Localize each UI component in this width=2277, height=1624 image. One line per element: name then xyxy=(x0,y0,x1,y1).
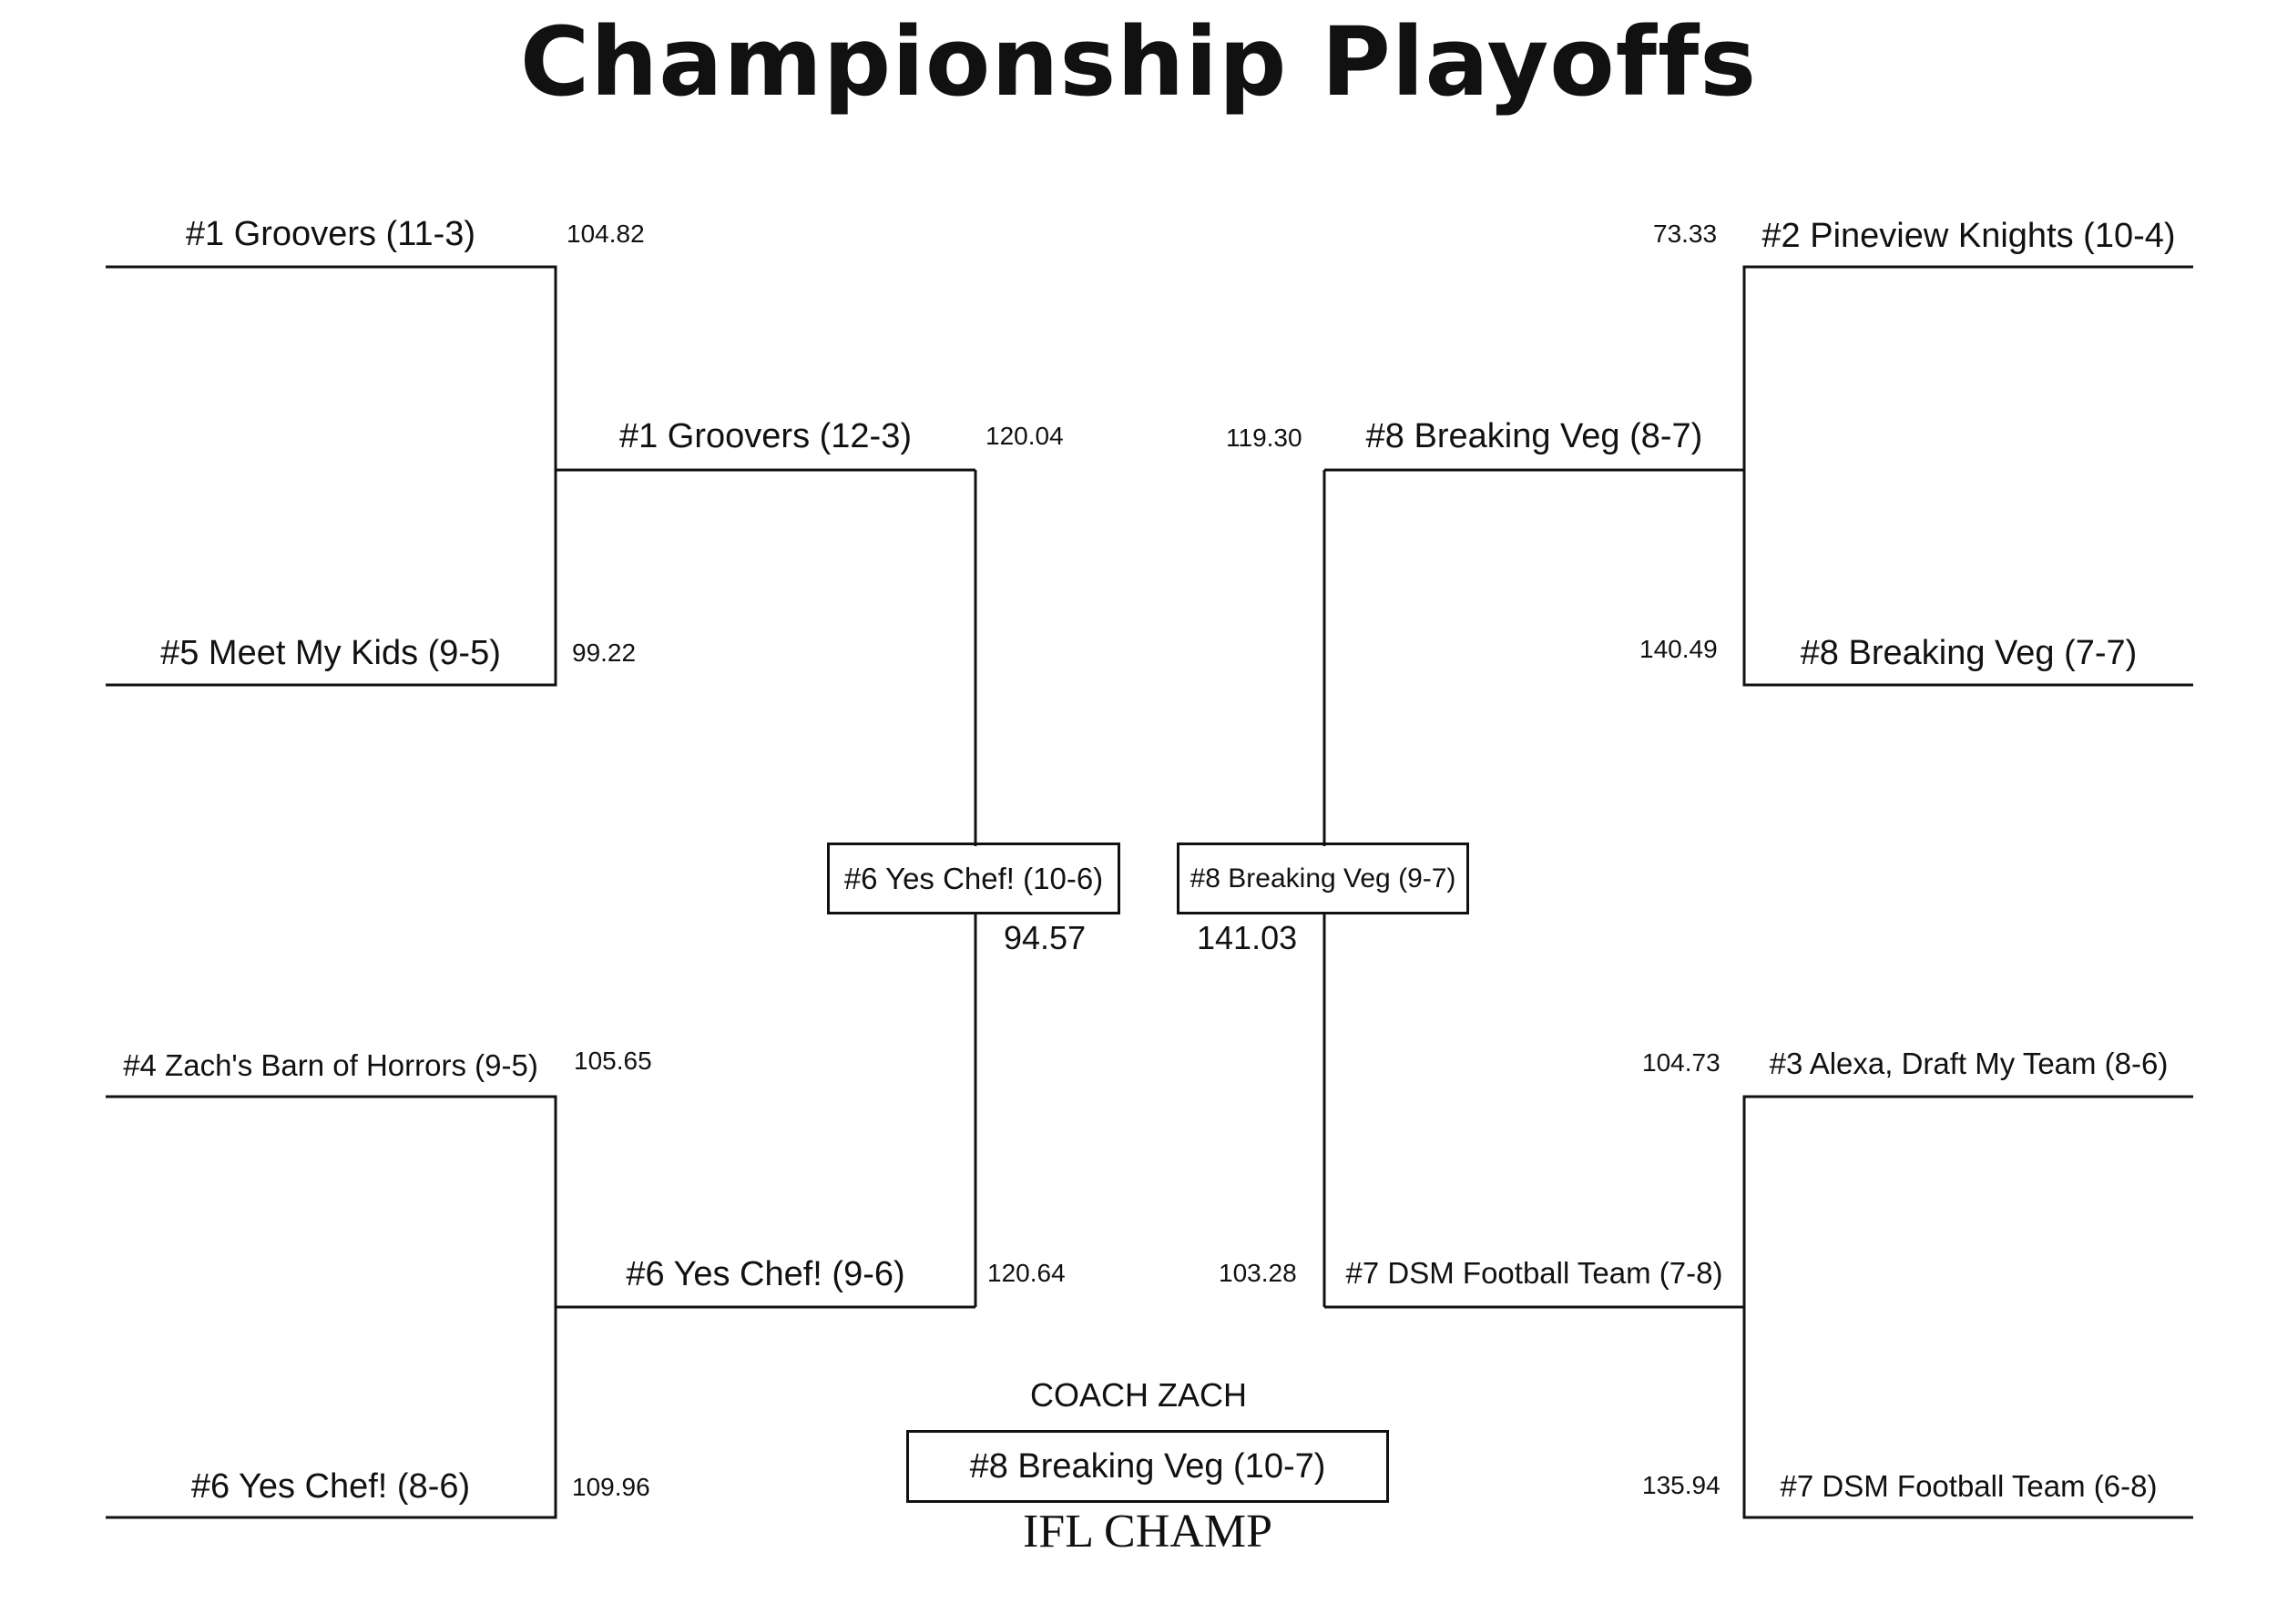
right-r2-team-1: #8 Breaking Veg (8-7) xyxy=(1365,417,1703,455)
right-r1-score-3: 104.73 xyxy=(1642,1048,1721,1077)
right-r2-team-2: #7 DSM Football Team (7-8) xyxy=(1345,1256,1723,1290)
left-finalist-score: 94.57 xyxy=(1004,919,1087,956)
page-title: Championship Playoffs xyxy=(519,6,1758,117)
right-r1-team-2: #8 Breaking Veg (7-7) xyxy=(1800,634,2138,672)
left-finalist-box: #6 Yes Chef! (10-6) xyxy=(827,843,1120,914)
right-r1-score-4: 135.94 xyxy=(1642,1471,1721,1499)
left-r1-team-3: #4 Zach's Barn of Horrors (9-5) xyxy=(123,1048,538,1082)
right-r1-team-3: #3 Alexa, Draft My Team (8-6) xyxy=(1769,1047,2169,1080)
bracket-line-right-r1-bottom xyxy=(1742,1095,2193,1519)
left-r1-score-2: 99.22 xyxy=(572,638,637,667)
right-r1-score-2: 140.49 xyxy=(1639,635,1718,663)
champion-label: IFL CHAMP xyxy=(1022,1506,1272,1558)
left-finalist-team: #6 Yes Chef! (10-6) xyxy=(843,861,1104,895)
left-r1-team-4: #6 Yes Chef! (8-6) xyxy=(190,1467,471,1506)
left-r1-score-3: 105.65 xyxy=(574,1047,652,1075)
champion-box: #8 Breaking Veg (10-7) xyxy=(906,1430,1389,1503)
bracket-line-left-r1-top xyxy=(106,265,557,687)
left-r2-team-2: #6 Yes Chef! (9-6) xyxy=(626,1255,905,1293)
champion-team: #8 Breaking Veg (10-7) xyxy=(969,1447,1326,1486)
right-r2-score-2: 103.28 xyxy=(1219,1259,1297,1287)
champion-coach: COACH ZACH xyxy=(1029,1376,1247,1414)
right-finalist-team: #8 Breaking Veg (9-7) xyxy=(1190,863,1456,894)
left-r2-team-1: #1 Groovers (12-3) xyxy=(618,417,912,455)
left-r2-score-2: 120.64 xyxy=(987,1259,1066,1287)
left-r1-score-1: 104.82 xyxy=(567,220,645,248)
left-r1-score-4: 109.96 xyxy=(572,1473,650,1501)
left-r1-team-1: #1 Groovers (11-3) xyxy=(185,215,476,253)
right-r1-score-1: 73.33 xyxy=(1653,220,1718,248)
right-finalist-score: 141.03 xyxy=(1197,919,1298,956)
left-r2-score-1: 120.04 xyxy=(985,422,1064,450)
left-r1-team-2: #5 Meet My Kids (9-5) xyxy=(160,634,501,672)
right-r2-score-1: 119.30 xyxy=(1226,424,1302,452)
right-r1-team-4: #7 DSM Football Team (6-8) xyxy=(1780,1469,2158,1503)
bracket-line-left-r1-bottom xyxy=(106,1095,557,1519)
right-finalist-box: #8 Breaking Veg (9-7) xyxy=(1177,843,1469,914)
bracket-line-right-r1-top xyxy=(1742,265,2193,687)
right-r1-team-1: #2 Pineview Knights (10-4) xyxy=(1761,217,2176,255)
